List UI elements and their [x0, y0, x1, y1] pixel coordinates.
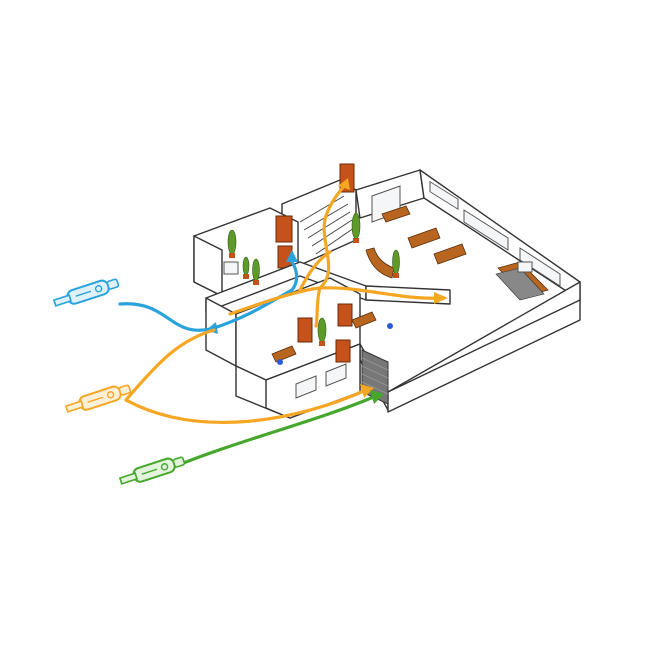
building [193, 163, 581, 419]
access-routes [118, 178, 448, 468]
upper-room-door [275, 215, 293, 243]
plant-6 [242, 256, 250, 279]
orange-route-upper [298, 250, 332, 292]
plant-2 [252, 258, 260, 285]
plant-3 [351, 212, 361, 243]
plant-4 [392, 249, 400, 278]
office-door-1 [297, 317, 313, 343]
orange-arrow-head-stairs [338, 178, 350, 190]
green-arrow-head [370, 390, 384, 404]
lower-window-1 [295, 375, 317, 399]
office-desk-2 [351, 311, 377, 329]
hall-window-2 [463, 209, 509, 251]
hall-cabinets [495, 267, 545, 301]
orange-route-to-gate [124, 388, 368, 424]
office-chair-2 [387, 323, 393, 329]
hall-whiteboard [517, 261, 533, 273]
rolling-gate-slats [361, 357, 389, 395]
office-desk-1 [271, 345, 297, 363]
orange-arrow-head-hall [434, 292, 448, 304]
orange-route-office [314, 286, 322, 328]
orange-arrow-head-gate [360, 384, 374, 398]
office-door-2 [337, 303, 353, 327]
hall-desk-3 [433, 243, 467, 265]
reception-desk [365, 247, 395, 279]
hall-desk-2 [407, 227, 441, 249]
key-orange [64, 384, 132, 413]
key-green [118, 456, 186, 485]
plant-5 [317, 317, 327, 346]
blue-access-route-inner [212, 260, 299, 330]
green-access-route [174, 394, 378, 468]
blue-arrow-head [286, 250, 298, 262]
office-chair-1 [277, 359, 283, 365]
hall-window-3 [519, 247, 561, 287]
orange-route-stairs [318, 184, 346, 290]
plant-1 [227, 229, 237, 258]
lower-window-2 [325, 363, 347, 387]
hall-desk-1 [381, 205, 411, 223]
orange-route-main [124, 328, 216, 402]
office-door-3 [335, 339, 351, 363]
hall-front-long-wall [387, 299, 581, 413]
hall-window-1 [429, 180, 459, 211]
blue-access-route [118, 302, 216, 332]
key-blue [52, 278, 120, 307]
upper-room-picture [223, 261, 239, 275]
